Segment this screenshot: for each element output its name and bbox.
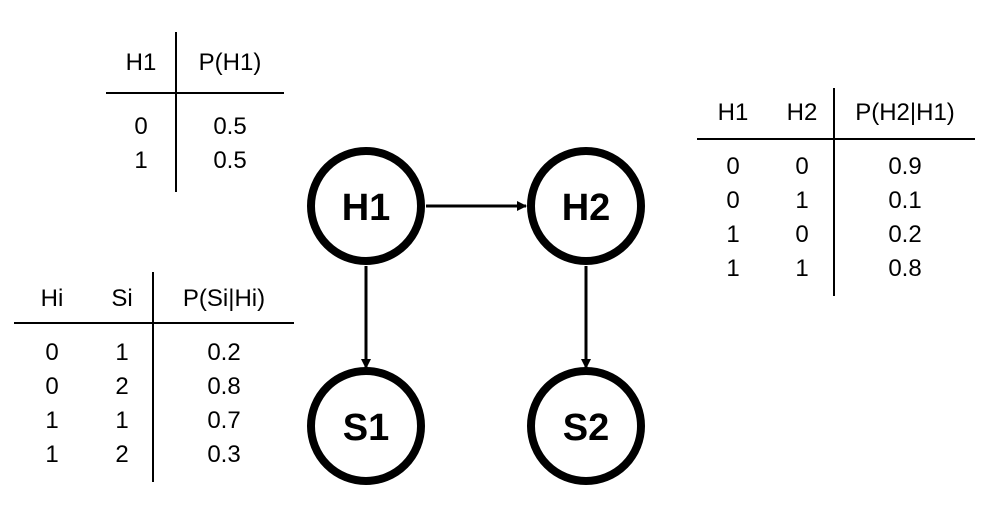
header-cell: H2 [786,99,818,126]
table-row: 0 1 0.1 [697,184,975,218]
header-cell: Hi [40,285,64,312]
table-cell: 0.5 [213,147,247,174]
header-cell: H1 [717,99,749,126]
header-cell: P(H2|H1) [855,99,955,126]
table-column-divider [175,32,177,192]
header-cell: H1 [125,49,157,76]
table-cell: 0.8 [888,255,922,282]
table-cell: 1 [726,221,740,248]
table-cell: 0.9 [888,153,922,180]
node-h2-label: H2 [562,187,611,229]
table-row: 1 1 0.8 [697,252,975,286]
table-cell: 1 [795,187,809,214]
table-cell: 0 [726,187,740,214]
table-row: 0 1 0.2 [14,336,294,370]
header-cell: P(Si|Hi) [182,285,266,312]
table-cell: 2 [115,373,129,400]
table-cell: 0.2 [888,221,922,248]
node-h1-label: H1 [342,187,391,229]
table-cell: 0 [45,339,59,366]
header-cell: Si [111,285,133,312]
table-row: 0 0 0.9 [697,150,975,184]
node-s1-label: S1 [343,407,389,449]
table-row: 0 2 0.8 [14,370,294,404]
table-header: H1 P(H1) [106,46,284,80]
table-cell: 0 [726,153,740,180]
node-h1: H1 [307,147,425,265]
node-h2: H2 [527,147,645,265]
header-cell: P(H1) [198,49,262,76]
table-header: H1 H2 P(H2|H1) [697,96,975,130]
node-s2-label: S2 [563,407,609,449]
table-cell: 1 [45,441,59,468]
table-p-h1: H1 P(H1) 0 0.5 1 0.5 [106,32,284,194]
node-s1: S1 [307,367,425,485]
node-s2: S2 [527,367,645,485]
table-cell: 0.1 [888,187,922,214]
table-cell: 2 [115,441,129,468]
table-column-divider [833,88,835,296]
table-cell: 1 [134,147,148,174]
table-row: 1 0.5 [106,144,284,178]
table-column-divider [152,272,154,482]
table-divider [106,92,284,94]
table-cell: 0.8 [207,373,241,400]
table-cell: 0 [795,153,809,180]
table-cell: 1 [45,407,59,434]
table-row: 1 0 0.2 [697,218,975,252]
table-row: 0 0.5 [106,110,284,144]
table-cell: 0.3 [207,441,241,468]
table-cell: 1 [115,407,129,434]
table-row: 1 1 0.7 [14,404,294,438]
table-header: Hi Si P(Si|Hi) [14,282,294,316]
table-cell: 0 [134,113,148,140]
table-divider [14,322,294,324]
table-row: 1 2 0.3 [14,438,294,472]
table-divider [697,138,975,140]
table-cell: 0.7 [207,407,241,434]
table-cell: 1 [795,255,809,282]
table-cell: 1 [726,255,740,282]
table-p-si-given-hi: Hi Si P(Si|Hi) 0 1 0.2 0 2 0.8 1 1 0.7 1… [14,272,294,482]
table-cell: 0.2 [207,339,241,366]
table-cell: 0.5 [213,113,247,140]
table-cell: 0 [45,373,59,400]
table-cell: 1 [115,339,129,366]
table-p-h2-given-h1: H1 H2 P(H2|H1) 0 0 0.9 0 1 0.1 1 0 0.2 1… [697,88,975,296]
table-cell: 0 [795,221,809,248]
